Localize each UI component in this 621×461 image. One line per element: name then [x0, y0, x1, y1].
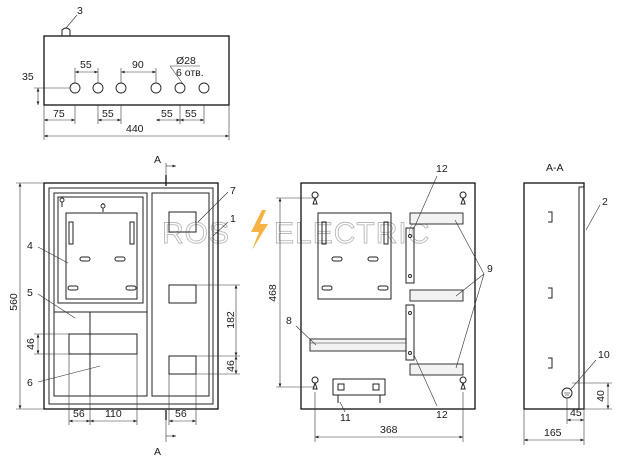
dim-40: 40 — [595, 390, 607, 402]
strip-12-bottom — [405, 304, 415, 361]
dim-55-bottom-left: 55 — [102, 108, 114, 120]
breaker-window — [68, 333, 138, 355]
entry-holes — [69, 82, 210, 94]
callout-5: 5 — [27, 287, 33, 299]
front-view-outline — [43, 182, 219, 410]
callout-12-top: 12 — [436, 163, 448, 175]
dim-75: 75 — [53, 108, 65, 120]
panel-view: 8 12 12 9 11 468 368 — [267, 163, 493, 442]
keyhole-icon — [311, 191, 319, 205]
callout-4: 4 — [27, 240, 33, 252]
dim-182: 182 — [225, 311, 237, 329]
keyhole-icon — [459, 376, 467, 390]
callout-1: 1 — [230, 213, 236, 225]
callout-12-bottom: 12 — [436, 409, 448, 421]
lock-icon — [61, 27, 71, 36]
dim-46-left: 46 — [25, 338, 37, 350]
din-rail-8 — [309, 338, 407, 352]
din-rail-9-top — [409, 212, 464, 225]
callout-7: 7 — [230, 185, 236, 197]
watermark-bolt-icon — [251, 210, 268, 250]
dim-hole-diameter: Ø28 — [176, 55, 196, 67]
dim-55-bottom-right: 55 — [185, 108, 197, 120]
dim-46-right: 46 — [225, 360, 237, 372]
watermark: ROS ELECTRIC — [162, 210, 430, 250]
dim-55-bottom-mid: 55 — [161, 108, 173, 120]
dim-56-right: 56 — [175, 408, 187, 420]
section-title: A-A — [546, 162, 564, 174]
callout-6: 6 — [27, 377, 33, 389]
strip-12-top — [405, 227, 415, 284]
front-view: A A 7 1 4 5 6 560 46 182 46 — [8, 154, 240, 458]
dim-35: 35 — [22, 71, 34, 83]
dim-110: 110 — [105, 408, 122, 420]
meter-mount-plate — [317, 212, 392, 300]
dim-56-left: 56 — [73, 408, 85, 420]
meter-window — [57, 196, 144, 304]
dim-368: 368 — [380, 424, 398, 436]
keyhole-icon — [311, 376, 319, 390]
callout-10: 10 — [598, 349, 610, 361]
din-rail-9-bottom — [409, 363, 464, 376]
section-outline — [523, 182, 585, 410]
dim-560: 560 — [8, 293, 20, 311]
callout-9: 9 — [487, 263, 493, 275]
window-7 — [168, 211, 197, 233]
callout-8: 8 — [286, 315, 292, 327]
callout-11: 11 — [340, 412, 351, 424]
bracket-11 — [332, 378, 386, 396]
dim-55-top: 55 — [80, 59, 92, 71]
top-view-outline — [43, 35, 230, 106]
dim-165: 165 — [544, 427, 562, 439]
section-mark-bottom: A — [154, 446, 161, 458]
section-mark-top: A — [154, 154, 161, 166]
keyhole-icon — [459, 191, 467, 205]
callout-2: 2 — [602, 196, 608, 208]
panel-view-outline — [300, 182, 476, 410]
dim-45: 45 — [570, 407, 582, 419]
top-view: 3 35 55 90 Ø28 6 отв. — [22, 5, 230, 140]
dim-440: 440 — [126, 123, 144, 135]
watermark-right: ELECTRIC — [274, 217, 430, 250]
dim-holes-count: 6 отв. — [176, 67, 204, 79]
din-rail-9-mid — [409, 289, 464, 302]
callout-3: 3 — [77, 5, 83, 17]
dim-468: 468 — [267, 284, 279, 302]
dim-90: 90 — [132, 59, 144, 71]
section-view: A-A 2 10 40 45 165 — [523, 162, 612, 445]
